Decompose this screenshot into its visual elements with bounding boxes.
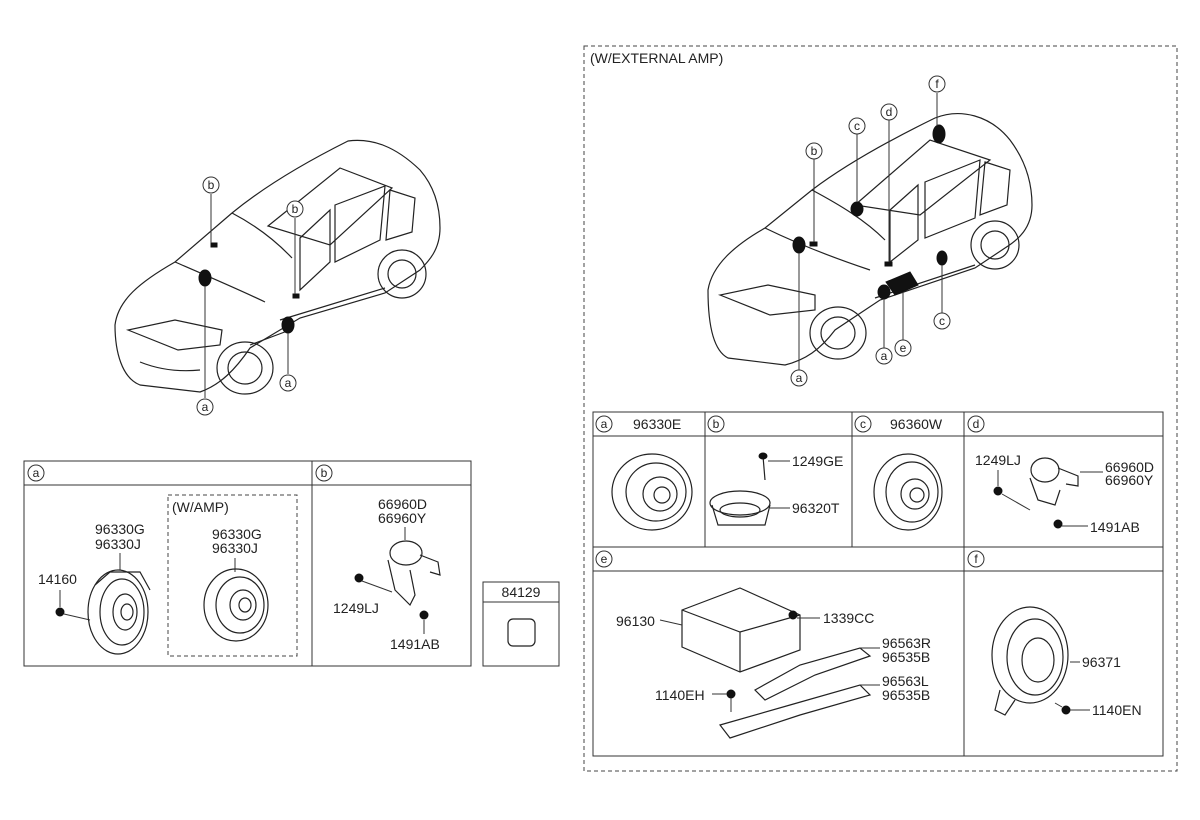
- right-panel-b: b 1249GE 96320T: [707, 415, 843, 526]
- callout-a-right-2: a: [881, 349, 888, 363]
- callout-a-left-1: a: [202, 400, 209, 414]
- tweeter-bracket-drawing: [387, 540, 441, 607]
- part-1140EH: 1140EH: [655, 687, 705, 703]
- right-panel-f: f 96371 1140EN: [967, 550, 1142, 718]
- panel-b-right-label: b: [713, 417, 720, 431]
- left-panel-b: b 66960D 66960Y 1249LJ 1491AB: [311, 460, 472, 667]
- callout-a-left-2: a: [285, 376, 292, 390]
- right-panel-e: e 96130 1339CC 96563R 96535B 96563L 9653…: [595, 550, 931, 739]
- speaker-96330G-drawing: [87, 569, 151, 655]
- part-1491AB-right: 1491AB: [1090, 519, 1140, 535]
- part-96130: 96130: [616, 613, 655, 629]
- callout-b-right: b: [811, 144, 818, 158]
- part-96330G-left: 96330G: [95, 521, 145, 537]
- part-96360W: 96360W: [890, 416, 943, 432]
- part-14160: 14160: [38, 571, 77, 587]
- right-panel-a: a 96330E: [595, 415, 693, 531]
- part-1140EN: 1140EN: [1092, 702, 1142, 718]
- part-96330G-amp: 96330G: [212, 526, 262, 542]
- speaker-96330G-amp-drawing: [203, 568, 269, 642]
- right-panel-c: c 96360W: [854, 415, 943, 531]
- left-panel-a: a 96330G 96330J 14160 (W/AMP) 96330G 963…: [23, 460, 313, 667]
- panel-e-right-label: e: [601, 552, 608, 566]
- external-amp-title: (W/EXTERNAL AMP): [590, 50, 723, 66]
- part-66960D-left: 66960D: [378, 496, 427, 512]
- part-96320T: 96320T: [792, 500, 840, 516]
- part-66960Y-left: 66960Y: [378, 510, 427, 526]
- callout-e-right: e: [900, 341, 907, 355]
- panel-c-right-label: c: [860, 417, 866, 431]
- part-84129: 84129: [502, 584, 541, 600]
- part-66960Y-right: 66960Y: [1105, 472, 1154, 488]
- part-96371: 96371: [1082, 654, 1121, 670]
- part-1249GE: 1249GE: [792, 453, 843, 469]
- part-1249LJ-left: 1249LJ: [333, 600, 379, 616]
- callout-a-right: a: [796, 371, 803, 385]
- callout-b-left-1: b: [208, 178, 215, 192]
- part-96330J-left: 96330J: [95, 536, 141, 552]
- panel-f-right-label: f: [974, 552, 978, 566]
- w-amp-title: (W/AMP): [172, 499, 229, 515]
- right-car-illustration: b c d f a a e c: [707, 75, 1033, 387]
- callout-f-right: f: [935, 77, 939, 91]
- part-96535B-2: 96535B: [882, 687, 930, 703]
- callout-c-right-1: c: [854, 119, 860, 133]
- panel-a-left-label: a: [33, 466, 40, 480]
- external-amp-section: (W/EXTERNAL AMP): [583, 45, 1178, 772]
- panel-d-right-label: d: [973, 417, 980, 431]
- part-1339CC: 1339CC: [823, 610, 874, 626]
- part-1491AB-left: 1491AB: [390, 636, 440, 652]
- right-panel-d: d 1249LJ 66960D 66960Y 1491AB: [967, 415, 1154, 535]
- panel-a-right-label: a: [601, 417, 608, 431]
- left-car-illustration: b b a a: [114, 139, 441, 416]
- part-84129-box: 84129: [482, 581, 560, 667]
- callout-c-right-2: c: [939, 314, 945, 328]
- part-96330E: 96330E: [633, 416, 681, 432]
- part-96563R: 96563R: [882, 635, 931, 651]
- part-96330J-amp: 96330J: [212, 540, 258, 556]
- callout-b-left-2: b: [292, 202, 299, 216]
- part-66960D-right: 66960D: [1105, 459, 1154, 475]
- callout-d-right: d: [886, 105, 893, 119]
- part-96535B-1: 96535B: [882, 649, 930, 665]
- part-96563L: 96563L: [882, 673, 929, 689]
- part-1249LJ-right: 1249LJ: [975, 452, 1021, 468]
- panel-b-left-label: b: [321, 466, 328, 480]
